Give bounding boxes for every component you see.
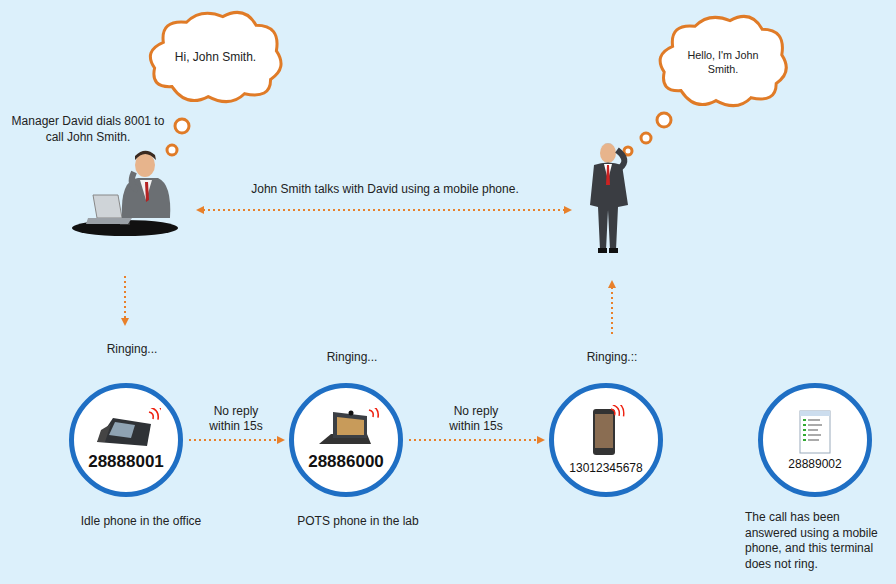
speech-text: Hi, John Smith. xyxy=(151,50,280,66)
terminal-circle: 28889002 xyxy=(758,383,872,497)
phone-icon xyxy=(91,408,161,450)
terminal-circle: 28886000 xyxy=(289,383,403,497)
note-label: John Smith talks with David using a mobi… xyxy=(251,182,518,198)
note-label: POTS phone in the lab xyxy=(297,514,418,530)
phone-number: 13012345678 xyxy=(569,461,642,475)
thought-cloud: Hello, I'm John Smith. xyxy=(653,12,793,112)
dotted-arrow xyxy=(409,439,543,441)
terminal-circle: 28888001 xyxy=(69,383,183,497)
note-label: Ringing... xyxy=(107,342,158,358)
manager-figure xyxy=(72,151,178,236)
phone-icon xyxy=(581,405,631,459)
note-label: Idle phone in the office xyxy=(81,514,202,530)
phone-icon xyxy=(798,409,832,455)
note-label: The call has been answered using a mobil… xyxy=(745,510,885,572)
thought-cloud: Hi, John Smith. xyxy=(143,8,288,108)
edge-label: No reply within 15s xyxy=(198,404,274,435)
terminal-circle: 13012345678 xyxy=(549,383,663,497)
phone-icon xyxy=(311,408,381,450)
dotted-arrow xyxy=(189,439,283,441)
phone-number: 28888001 xyxy=(88,452,164,472)
note-label: Manager David dials 8001 to call John Sm… xyxy=(8,114,168,145)
note-label: Ringing... xyxy=(327,350,378,366)
edge-label: No reply within 15s xyxy=(438,404,514,435)
cloud-outline xyxy=(653,12,793,112)
speech-text: Hello, I'm John Smith. xyxy=(653,48,793,76)
note-label: Ringing.:: xyxy=(587,350,638,366)
phone-number: 28889002 xyxy=(788,457,841,471)
phone-number: 28886000 xyxy=(308,452,384,472)
john-figure xyxy=(590,143,628,253)
